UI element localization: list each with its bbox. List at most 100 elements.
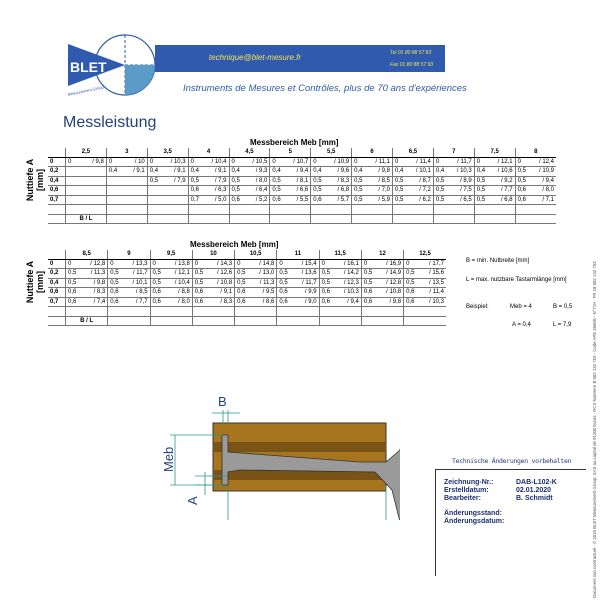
- blank-row: [48, 204, 556, 215]
- cell-l: / 6,4: [255, 187, 268, 194]
- column-header: 5: [269, 148, 311, 158]
- cell-b: 0: [363, 260, 368, 267]
- cell-b: 0,5: [395, 187, 404, 194]
- example-l: L = 7,9: [553, 322, 572, 328]
- created-label: Erstelldatum:: [444, 487, 489, 494]
- table-cell-empty: [146, 185, 189, 196]
- cell-l: / 7,5: [460, 187, 472, 194]
- column-header: 10: [191, 250, 235, 260]
- label-meb: Meb: [161, 447, 176, 472]
- legal-side-text: Document non contractuel - © 2016 BLET M…: [592, 261, 597, 599]
- table-cell: 0,6/ 7,7: [107, 297, 151, 307]
- cell-l: / 6,2: [419, 196, 431, 203]
- table-cell: 0,6/ 9,8: [360, 297, 404, 307]
- cell-b: 0: [68, 260, 72, 267]
- column-header: 2,5: [65, 148, 107, 158]
- table-cell-empty: [65, 166, 107, 177]
- table-cell: 0/ 16,9: [360, 259, 404, 269]
- table-cell: 0,6/ 7,1: [514, 195, 556, 205]
- revision-label: Änderungsstand:: [444, 510, 502, 517]
- cell-l: / 13,3: [132, 260, 148, 267]
- table-cell: 0,6/ 5,5: [269, 195, 311, 205]
- cell-l: / 11,3: [90, 270, 106, 277]
- table-cell: 0/ 11,7: [432, 157, 475, 167]
- table-cell: 0/ 10,4: [187, 157, 229, 167]
- cell-l: / 12,1: [174, 270, 190, 277]
- column-header: 9,5: [149, 250, 193, 260]
- row-depth: 0,6: [48, 287, 66, 298]
- table-cell: 0,6/ 9,9: [276, 287, 320, 298]
- table1-title: Messbereich Meb [mm]: [250, 138, 339, 147]
- cell-l: / 11,3: [259, 279, 275, 286]
- drawing-no-label: Zeichnung-Nr.:: [444, 479, 494, 486]
- row-depth: 0,4: [48, 176, 66, 186]
- cell-l: / 14,8: [259, 260, 275, 267]
- cell-l: / 9,1: [214, 168, 227, 175]
- example-a: A = 0,4: [512, 322, 531, 328]
- cell-l: / 10,3: [170, 158, 186, 165]
- table-cell: 0,5/ 9,8: [64, 278, 108, 288]
- cell-b: 0: [152, 260, 156, 267]
- cell-b: 0,6: [363, 289, 373, 296]
- cell-b: 0,5: [363, 279, 373, 286]
- table-cell: 0,5/ 7,2: [392, 185, 434, 196]
- cell-b: 0,5: [476, 177, 486, 184]
- row-depth: 0,2: [48, 268, 66, 279]
- table-cell: 0,5/ 12,8: [360, 278, 404, 288]
- column-header: 12,5: [403, 250, 446, 260]
- table-cell: 0,6/ 8,6: [234, 297, 277, 307]
- table-cell: 0,5/ 6,8: [473, 195, 516, 205]
- table-cell: 0,5/ 8,0: [228, 176, 270, 186]
- table-cell: 0,4/ 9,3: [228, 166, 270, 177]
- cell-b: 0,5: [517, 177, 526, 184]
- table-cell: 0,6/ 10,3: [403, 297, 446, 307]
- table-cell: 0,5/ 13,6: [276, 268, 320, 279]
- cell-l: / 13,6: [301, 270, 317, 277]
- row-depth: 0,7: [48, 195, 66, 205]
- table-cell-empty: [105, 176, 148, 186]
- svg-text:Measurement Group: Measurement Group: [67, 84, 105, 97]
- contact-email[interactable]: technique@blet-mesure.fr: [208, 53, 302, 62]
- cell-l: / 6,3: [214, 187, 227, 194]
- table-cell: 0,5/ 8,3: [310, 176, 352, 186]
- table-cell: 0/ 12,4: [514, 157, 556, 167]
- table-cell: 0,4/ 10,1: [392, 166, 434, 177]
- cell-b: 0,6: [68, 289, 77, 296]
- column-header: 6: [351, 148, 393, 158]
- table-cell: 0,4/ 10,3: [432, 166, 475, 177]
- cell-b: 0: [149, 158, 154, 165]
- table-cell: 0,5/ 9,2: [473, 176, 516, 186]
- table-cell: 0/ 10,9: [310, 157, 352, 167]
- table-cell: 0,6/ 6,3: [187, 185, 229, 196]
- cell-b: 0: [237, 260, 241, 267]
- cell-b: 0,6: [194, 298, 204, 305]
- cell-l: / 9,4: [347, 298, 359, 305]
- table-cell: 0,5/ 6,5: [432, 195, 475, 205]
- table-cell: 0,6/ 5,7: [310, 195, 352, 205]
- cell-b: 0,4: [190, 168, 199, 175]
- cell-b: 0,5: [279, 279, 288, 286]
- table-cell: 0,6/ 9,4: [318, 297, 362, 307]
- table-cell: 0/ 11,1: [351, 157, 393, 167]
- table-cell: 0/ 13,3: [107, 259, 151, 269]
- table-cell: 0,5/ 8,7: [392, 176, 434, 186]
- column-header: 7,5: [473, 148, 516, 158]
- legend-b: B = min. Nutbreite [mm]: [466, 258, 530, 264]
- cell-b: 0,5: [272, 187, 281, 194]
- cell-l: / 10,3: [343, 289, 359, 296]
- table-cell: 0,5/ 6,6: [269, 185, 311, 196]
- cell-b: 0,5: [321, 270, 330, 277]
- table-cell: 0,6/ 8,0: [149, 297, 193, 307]
- cell-b: 0,6: [194, 289, 204, 296]
- cell-l: / 8,5: [378, 177, 390, 184]
- title-block: Zeichnung-Nr.: DAB-L102-K Erstelldatum: …: [435, 469, 586, 576]
- table-cell: 0,5/ 10,9: [514, 166, 556, 177]
- table-cell: 0/ 17,7: [403, 259, 446, 269]
- cell-b: 0: [231, 158, 235, 165]
